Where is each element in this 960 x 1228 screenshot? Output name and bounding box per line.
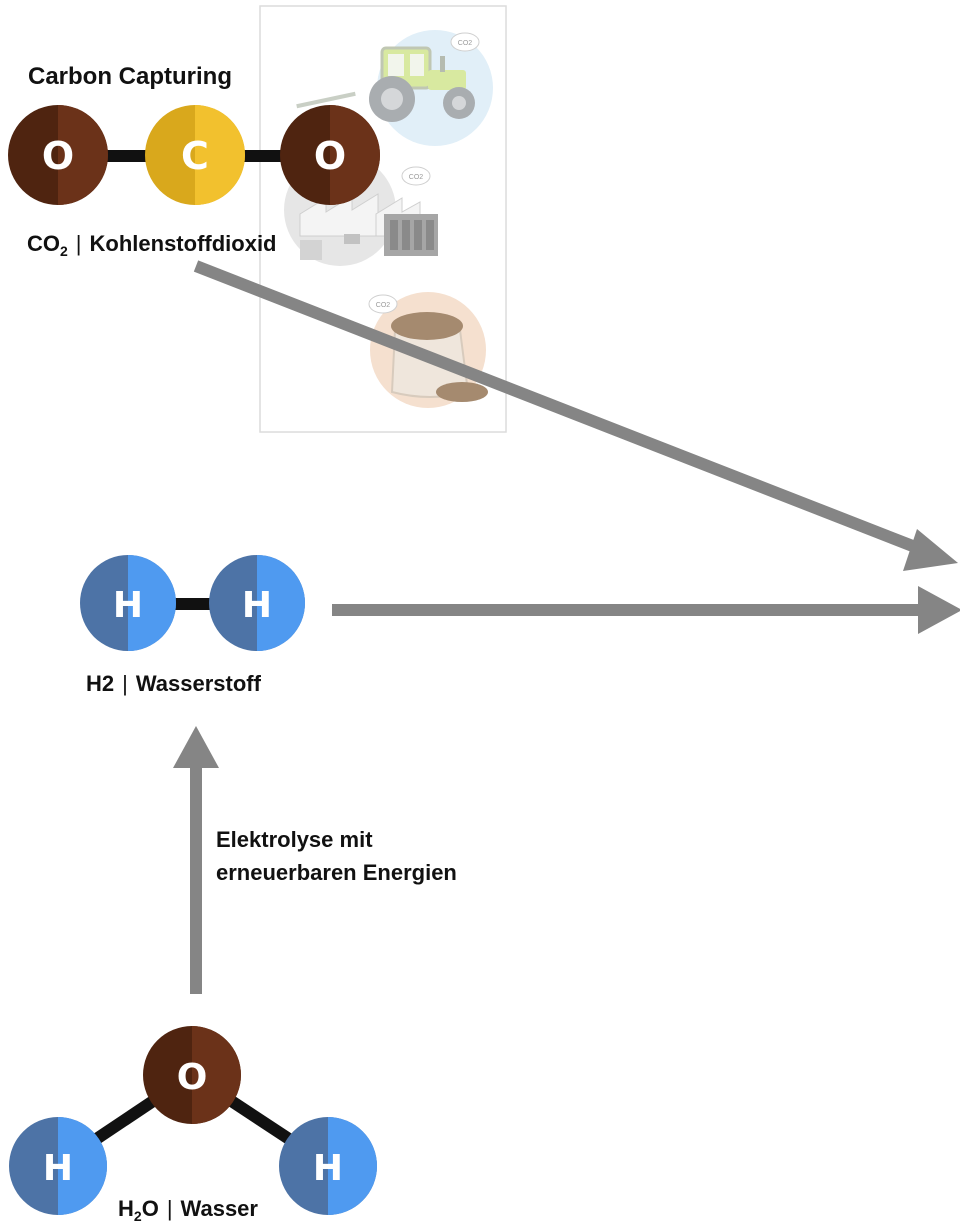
atom-label: H <box>242 585 272 626</box>
co2-cloud-label: CO2 <box>376 302 391 309</box>
co2-molecule: O C O <box>8 105 380 205</box>
atom-label: H <box>43 1148 73 1189</box>
co2-cloud-icon: CO2 <box>450 32 480 52</box>
h2o-molecule: O H H <box>9 1026 377 1215</box>
carbon-atom: C <box>145 105 245 205</box>
hydrogen-atom: H <box>209 555 305 651</box>
h2-label: H2|Wasserstoff <box>86 671 262 696</box>
co2-cloud-icon: CO2 <box>401 166 431 186</box>
hydrogen-atom: H <box>80 555 176 651</box>
oxygen-atom: O <box>8 105 108 205</box>
process-label-line2: erneuerbaren Energien <box>216 860 457 885</box>
hydrogen-atom: H <box>9 1117 107 1215</box>
hydrogen-atom: H <box>279 1117 377 1215</box>
atom-label: C <box>181 134 209 178</box>
co2-cloud-label: CO2 <box>409 174 424 181</box>
atom-label: H <box>313 1148 343 1189</box>
co2-label: CO2|Kohlenstoffdioxid <box>27 231 277 259</box>
tractor-icon: CO2 <box>296 30 493 146</box>
arrow-co2-to-product <box>193 260 958 571</box>
oxygen-atom: O <box>143 1026 241 1124</box>
process-label-line1: Elektrolyse mit <box>216 827 373 852</box>
atom-label: H <box>113 585 143 626</box>
atom-label: O <box>314 134 346 178</box>
h2-molecule: H H <box>80 555 305 651</box>
atom-label: O <box>177 1057 208 1098</box>
h2o-label: H2O|Wasser <box>118 1196 258 1224</box>
co2-cloud-label: CO2 <box>458 40 473 47</box>
title-carbon-capturing: Carbon Capturing <box>28 63 232 90</box>
atom-label: O <box>42 134 74 178</box>
oxygen-atom: O <box>280 105 380 205</box>
arrow-h2-to-product <box>332 586 960 634</box>
co2-cloud-icon: CO2 <box>368 294 398 314</box>
arrow-electrolysis <box>173 726 219 994</box>
